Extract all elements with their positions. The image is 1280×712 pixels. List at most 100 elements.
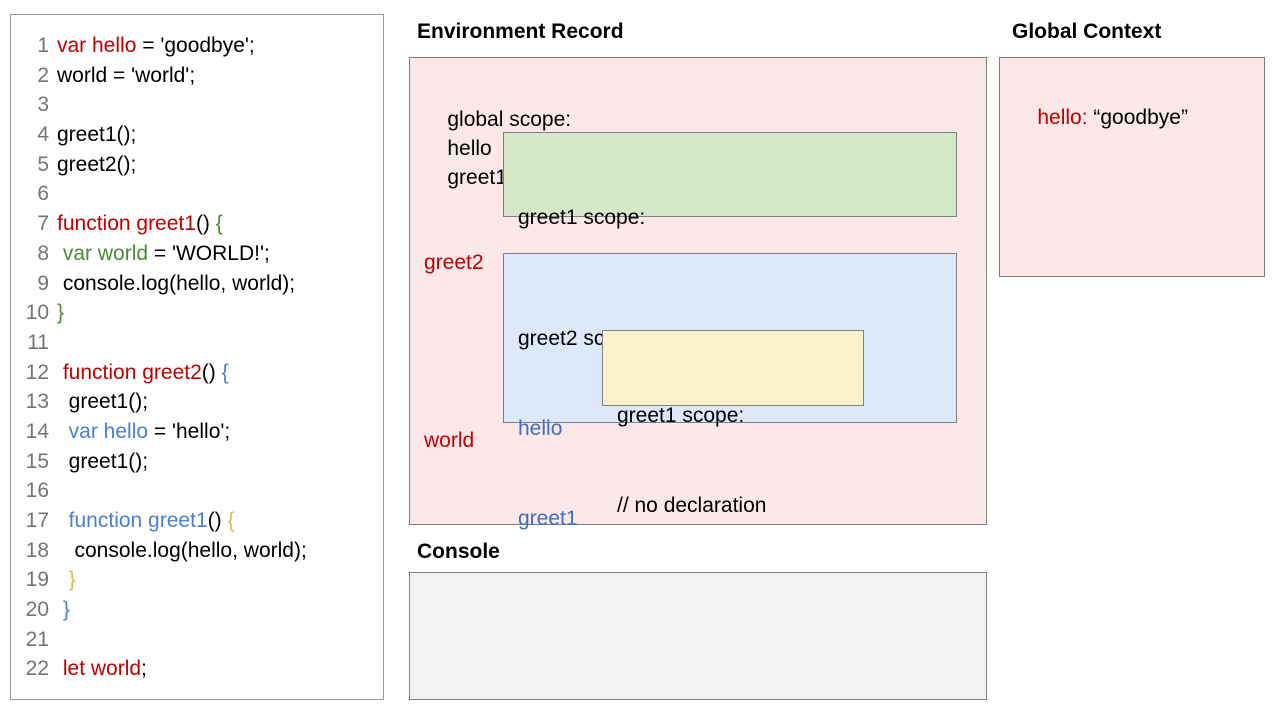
- console-title: Console: [417, 540, 500, 563]
- code-line-text: function greet1() {: [57, 506, 235, 536]
- code-line: 8 var world = 'WORLD!';: [11, 239, 383, 269]
- code-line: 11: [11, 328, 383, 358]
- code-token: console.log(hello, world);: [57, 271, 296, 295]
- code-line: 1 var hello = 'goodbye';: [11, 31, 383, 61]
- code-line-text: console.log(hello, world);: [57, 269, 295, 299]
- code-line-text: let world;: [57, 654, 147, 684]
- greet2-binding-hello: hello: [518, 417, 563, 440]
- code-line: 12 function greet2() {: [11, 358, 383, 388]
- console-output-box[interactable]: [409, 572, 987, 700]
- code-token: = 'hello';: [148, 419, 231, 443]
- code-token: (): [207, 509, 228, 532]
- line-number: 20: [25, 598, 49, 622]
- code-line: 20 }: [11, 595, 383, 625]
- code-line: 19 }: [11, 565, 383, 595]
- greet2-scope-box: greet2 scope: hello greet1 greet1 scope:…: [503, 253, 957, 530]
- code-token: var hello: [57, 34, 137, 57]
- code-token: console.log(hello, world);: [57, 538, 307, 562]
- global-binding-hello: hello: [447, 137, 492, 160]
- code-editor-panel[interactable]: 1 var hello = 'goodbye'; 2 world = 'world';…: [10, 14, 384, 700]
- global-scope-bindings: global scope: hello greet1: [424, 76, 571, 221]
- code-token: {: [227, 509, 235, 532]
- code-line-text: greet1();: [57, 447, 148, 477]
- code-line: 22 let world;: [11, 654, 383, 684]
- code-line: 6: [11, 179, 383, 209]
- code-token: greet1();: [57, 390, 149, 414]
- greet2-binding-greet1: greet1: [518, 507, 578, 530]
- environment-record-box: global scope: hello greet1 greet2 world …: [409, 57, 987, 530]
- greet1-inner-scope-label: greet1 scope:: [617, 404, 745, 427]
- code-token: var world: [62, 241, 149, 265]
- line-number: 9: [37, 271, 49, 295]
- code-line: 18 console.log(hello, world);: [11, 536, 383, 566]
- code-line-list: 1 var hello = 'goodbye'; 2 world = 'world';…: [11, 31, 383, 684]
- line-number: 4: [37, 123, 49, 147]
- code-line-text: }: [57, 565, 76, 595]
- global-context-entry-value: “goodbye”: [1087, 106, 1188, 129]
- line-number: 17: [25, 509, 49, 532]
- line-number: 19: [25, 568, 49, 592]
- line-number: 7: [37, 212, 49, 236]
- greet1-scope-box: greet1 scope: world: [503, 132, 957, 319]
- code-line: 14 var hello = 'hello';: [11, 417, 383, 447]
- code-token: }: [57, 301, 65, 325]
- line-number: 6: [37, 182, 49, 206]
- code-line-text: }: [57, 298, 64, 328]
- code-token: = 'goodbye';: [136, 34, 255, 57]
- code-line-text: var hello = 'goodbye';: [57, 31, 255, 61]
- line-number: 21: [25, 627, 49, 651]
- code-line: 4 greet1();: [11, 120, 383, 150]
- code-token: (): [201, 360, 222, 384]
- code-token: = 'WORLD!';: [148, 241, 270, 265]
- line-number: 14: [25, 419, 49, 443]
- line-number: 18: [25, 538, 49, 562]
- line-number: 8: [37, 241, 49, 265]
- code-line: 9 console.log(hello, world);: [11, 269, 383, 299]
- code-token: greet1();: [57, 449, 149, 473]
- code-token: let world: [62, 657, 142, 681]
- code-line: 10}: [11, 298, 383, 328]
- code-line: 7 function greet1() {: [11, 209, 383, 239]
- line-number: 1: [37, 34, 49, 57]
- code-token: {: [215, 212, 223, 236]
- code-token: function greet2: [62, 360, 202, 384]
- code-token: world = 'world';: [57, 63, 196, 87]
- global-context-entry: hello: “goodbye”: [1014, 74, 1188, 161]
- line-number: 16: [25, 479, 49, 503]
- code-token: greet2();: [57, 152, 137, 176]
- code-line: 2 world = 'world';: [11, 61, 383, 91]
- code-line-text: greet1();: [57, 387, 148, 417]
- code-token: [57, 568, 69, 591]
- code-line-text: greet1();: [57, 120, 136, 150]
- greet1-inner-scope-box: greet1 scope: // no declaration: [602, 330, 864, 517]
- code-token: }: [62, 598, 70, 622]
- code-line-text: greet2();: [57, 150, 136, 180]
- global-scope-label: global scope:: [447, 108, 572, 131]
- global-context-box: hello: “goodbye”: [999, 57, 1265, 277]
- line-number: 22: [25, 657, 49, 681]
- code-token: var hello: [68, 419, 149, 443]
- line-number: 15: [25, 449, 49, 473]
- greet1-scope-label: greet1 scope:: [518, 206, 646, 229]
- line-number: 10: [25, 301, 49, 325]
- line-number: 2: [37, 63, 49, 87]
- code-token: }: [68, 568, 76, 592]
- line-number: 11: [27, 330, 49, 354]
- code-line: 16: [11, 476, 383, 506]
- code-line: 3: [11, 90, 383, 120]
- code-line-text: function greet1() {: [57, 209, 223, 239]
- line-number: 13: [25, 390, 49, 414]
- code-line: 13 greet1();: [11, 387, 383, 417]
- global-binding-greet2: greet2: [424, 251, 484, 274]
- code-token: ;: [141, 657, 147, 681]
- code-token: function greet1: [57, 212, 196, 236]
- greet1-inner-scope-content: greet1 scope: // no declaration: [617, 341, 766, 581]
- environment-record-title: Environment Record: [417, 20, 624, 43]
- code-line: 17 function greet1() {: [11, 506, 383, 536]
- global-binding-greet1: greet1: [447, 166, 507, 189]
- global-context-entry-key: hello:: [1037, 106, 1088, 129]
- code-line-text: var hello = 'hello';: [57, 417, 231, 447]
- code-line: 15 greet1();: [11, 447, 383, 477]
- code-token: {: [221, 360, 229, 384]
